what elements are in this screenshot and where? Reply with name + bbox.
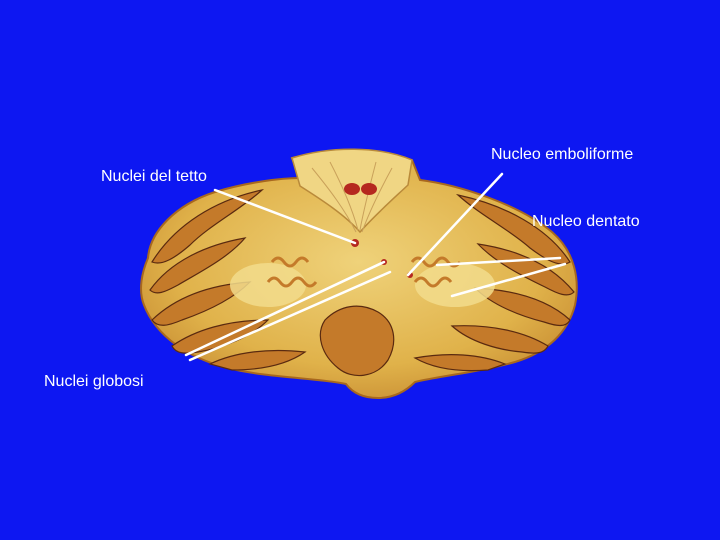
label-nucleo-emboliforme: Nucleo emboliforme <box>491 146 634 163</box>
pointer-nuclei-globosi-2 <box>188 270 392 362</box>
cortex-folia-right <box>413 193 575 372</box>
label-nuclei-globosi: Nuclei globosi <box>44 373 144 390</box>
white-matter <box>230 263 495 307</box>
nucleus-top-left <box>344 183 360 195</box>
pointer-nuclei-del-tetto <box>213 188 357 245</box>
pointer-lines <box>184 172 567 362</box>
pointer-nucleo-emboliforme <box>406 172 504 277</box>
vermis-folia <box>319 305 395 377</box>
pointer-nucleo-dentato-2 <box>450 262 567 298</box>
pointer-nucleo-dentato-1 <box>435 256 562 267</box>
label-nucleo-dentato: Nucleo dentato <box>532 213 640 230</box>
nucleus-top-right <box>361 183 377 195</box>
label-nuclei-del-tetto: Nuclei del tetto <box>101 168 207 185</box>
pointer-nuclei-globosi-1 <box>184 260 386 357</box>
